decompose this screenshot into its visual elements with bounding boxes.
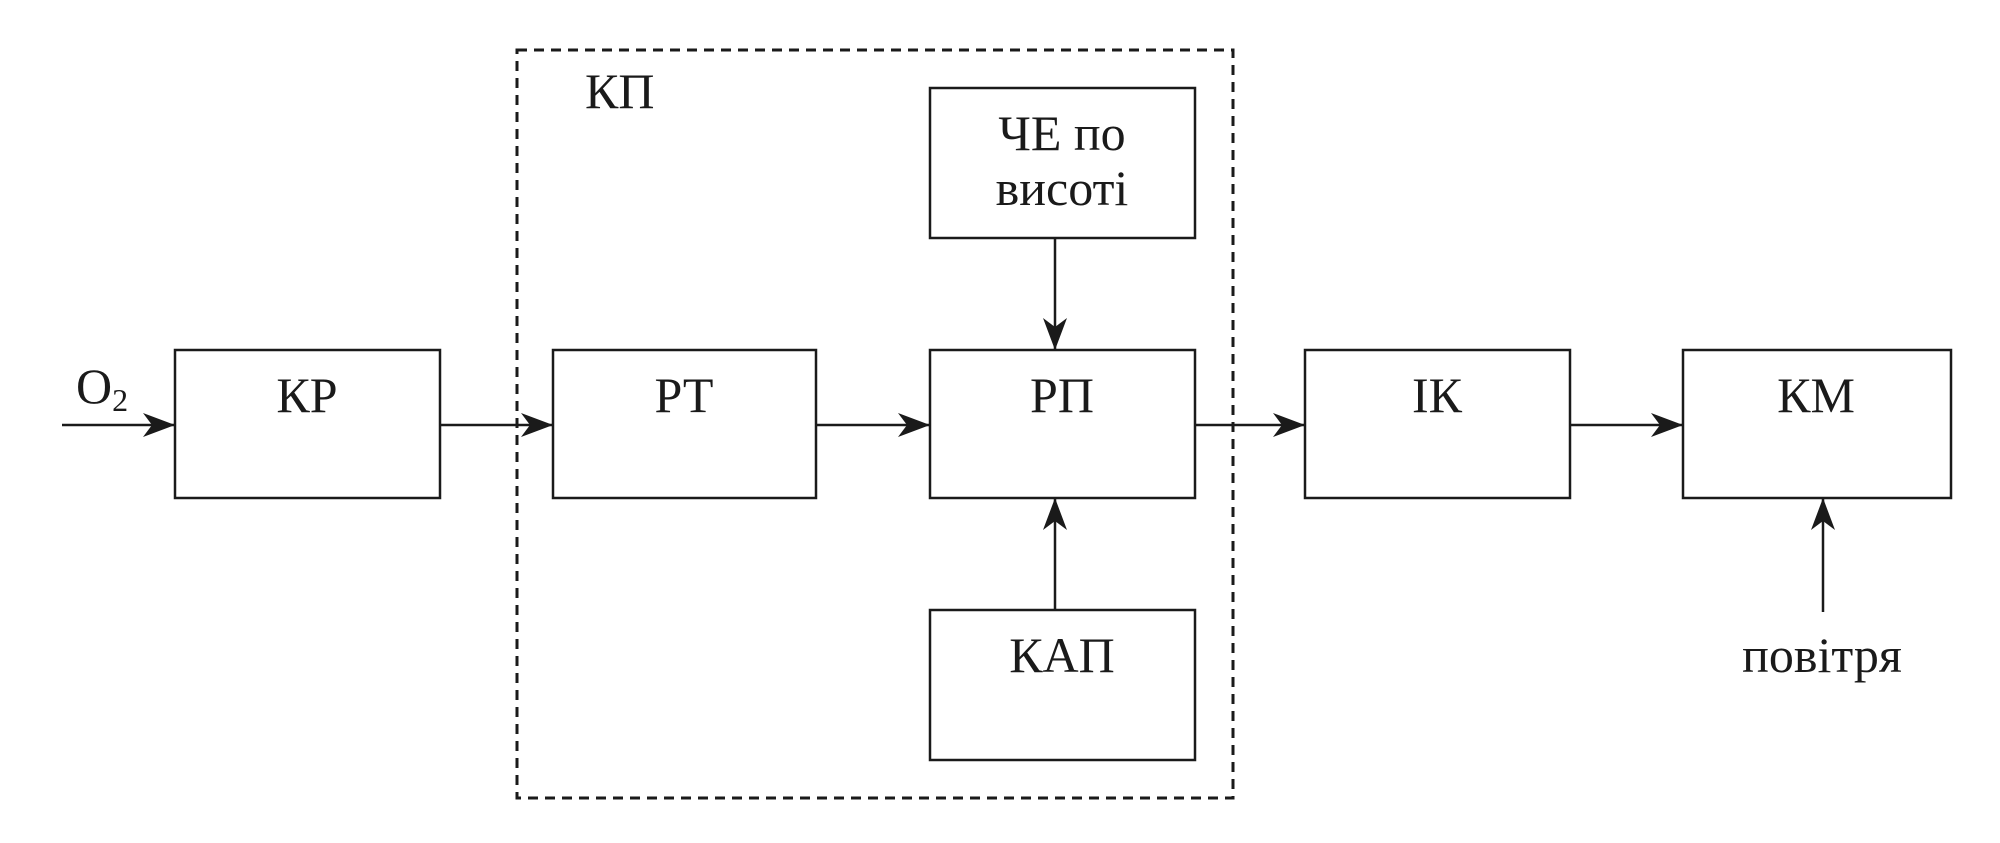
kp-frame-label: КП xyxy=(585,63,654,119)
rt-block: РТ xyxy=(551,348,818,500)
oxygen-symbol: O xyxy=(76,358,112,414)
rt-block-label: РТ xyxy=(655,367,714,423)
oxygen-subscript: 2 xyxy=(112,382,128,418)
che-block-label-line1: ЧЕ по xyxy=(998,105,1125,161)
air-input-label: повітря xyxy=(1742,627,1902,683)
oxygen-input-label: O2 xyxy=(76,358,128,418)
km-block-label: КМ xyxy=(1777,367,1855,423)
che-block: ЧЕ по висоті xyxy=(928,86,1197,240)
kap-block-label: КАП xyxy=(1009,627,1115,683)
rp-block: РП xyxy=(928,348,1197,500)
rp-block-label: РП xyxy=(1030,367,1094,423)
kr-block: КР xyxy=(173,348,442,500)
kap-block: КАП xyxy=(928,608,1197,762)
km-block: КМ xyxy=(1681,348,1953,500)
che-block-label-line2: висоті xyxy=(996,160,1129,216)
ik-block-label: ІК xyxy=(1412,367,1463,423)
ik-block: ІК xyxy=(1303,348,1572,500)
kr-block-label: КР xyxy=(276,367,337,423)
